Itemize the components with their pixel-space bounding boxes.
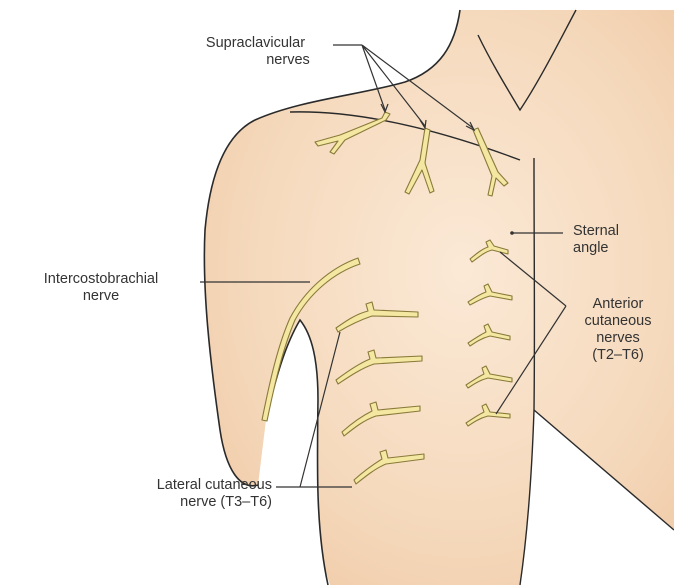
lateral-cutaneous-label-line1: Lateral cutaneous [90,477,272,494]
supraclavicular-label-line1: Supraclavicular [178,35,333,52]
lateral-cutaneous-label: Lateral cutaneous nerve (T3–T6) [90,477,272,511]
intercostobrachial-label: Intercostobrachial nerve [6,271,196,305]
sternal-angle-dot [510,231,514,235]
anterior-cutaneous-label-line4: (T2–T6) [566,347,670,364]
sternal-angle-label-line2: angle [573,240,663,257]
anterior-cutaneous-label-line3: nerves [566,330,670,347]
anterior-cutaneous-label-line2: cutaneous [566,313,670,330]
intercostobrachial-label-line2: nerve [6,288,196,305]
supraclavicular-label: Supraclavicular nerves [178,35,333,69]
supraclavicular-label-line2: nerves [243,52,333,69]
sternal-angle-label-line1: Sternal [573,223,663,240]
intercostobrachial-label-line1: Intercostobrachial [6,271,196,288]
sternal-angle-label: Sternal angle [573,223,663,257]
anterior-cutaneous-label: Anterior cutaneous nerves (T2–T6) [566,296,670,364]
lateral-cutaneous-label-line2: nerve (T3–T6) [90,494,272,511]
anterior-cutaneous-label-line1: Anterior [566,296,670,313]
